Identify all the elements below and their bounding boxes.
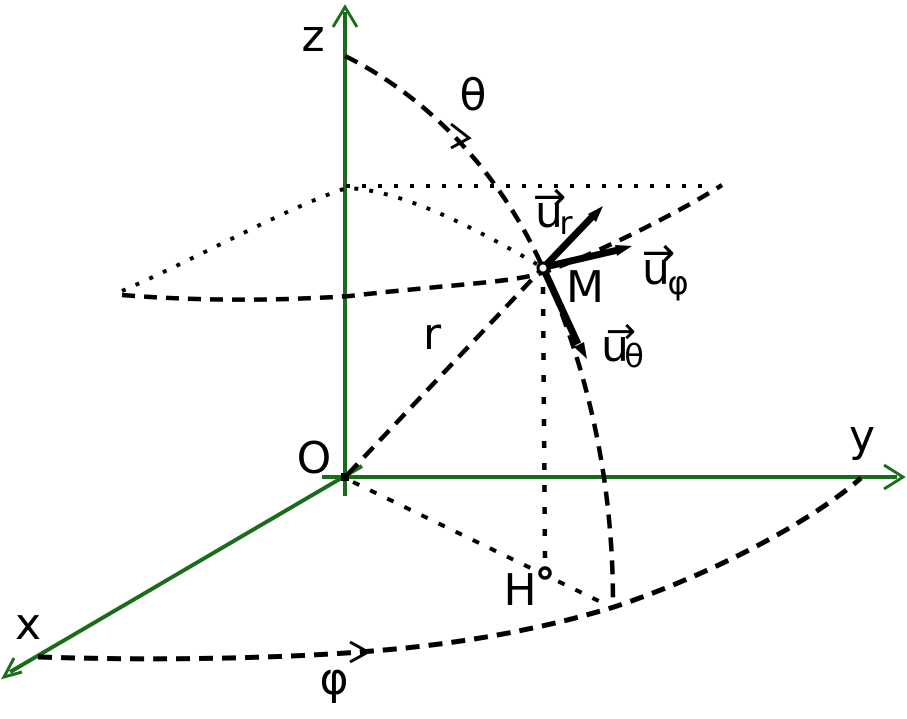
unit-vectors (540, 206, 632, 359)
point-h-marker (538, 566, 552, 580)
point-m-label: M (566, 262, 604, 313)
origin-point (341, 473, 349, 481)
theta-label: θ (459, 70, 487, 121)
z-axis-label: z (301, 11, 325, 62)
u-theta-vector-head-icon (574, 342, 587, 359)
parallel-circle-front-arc (121, 183, 724, 302)
construction-lines (37, 53, 863, 664)
phi-direction-arrowhead-icon (349, 640, 372, 664)
r-segment (346, 270, 541, 476)
u-theta-label-subscript: θ (624, 337, 644, 375)
u-phi-label-arrow-icon: → (641, 230, 676, 276)
u-r-vector-shaft (542, 214, 595, 269)
u-phi-label-subscript: φ (667, 264, 689, 302)
z-axis-arrowhead-icon (331, 4, 359, 28)
u-theta-vector-shaft (540, 268, 582, 346)
u-theta-label-arrow-icon: → (605, 311, 637, 352)
u-phi-label-letter: u (642, 244, 670, 295)
u-theta-label-letter: u (601, 321, 629, 372)
points (341, 261, 552, 580)
axes (1, 4, 906, 680)
x-axis-line (8, 464, 364, 674)
u-phi-vector-head-icon (615, 245, 632, 256)
r-label: r (422, 309, 442, 360)
point-m-marker (536, 261, 550, 275)
u-phi-vector-shaft (544, 246, 619, 271)
origin-label: O (296, 433, 332, 484)
phi-label: φ (319, 654, 349, 705)
m-to-h-dotted-line (540, 286, 548, 560)
phi-arc (37, 476, 863, 662)
u-r-label-letter: u (535, 187, 563, 238)
y-axis-arrowhead-icon (883, 463, 906, 491)
o-to-h-dotted-line (352, 480, 606, 606)
x-axis-label: x (14, 599, 42, 650)
point-h-label: H (503, 565, 537, 616)
parallel-circle-back-arc (121, 185, 542, 293)
y-axis-label: y (848, 411, 876, 462)
x-axis-arrowhead-icon (1, 657, 23, 680)
u-r-label-subscript: r (559, 204, 573, 242)
theta-direction-arrowhead-icon (450, 122, 472, 150)
u-r-vector-head-icon (588, 206, 603, 222)
u-r-label-arrow-icon: → (532, 174, 567, 220)
